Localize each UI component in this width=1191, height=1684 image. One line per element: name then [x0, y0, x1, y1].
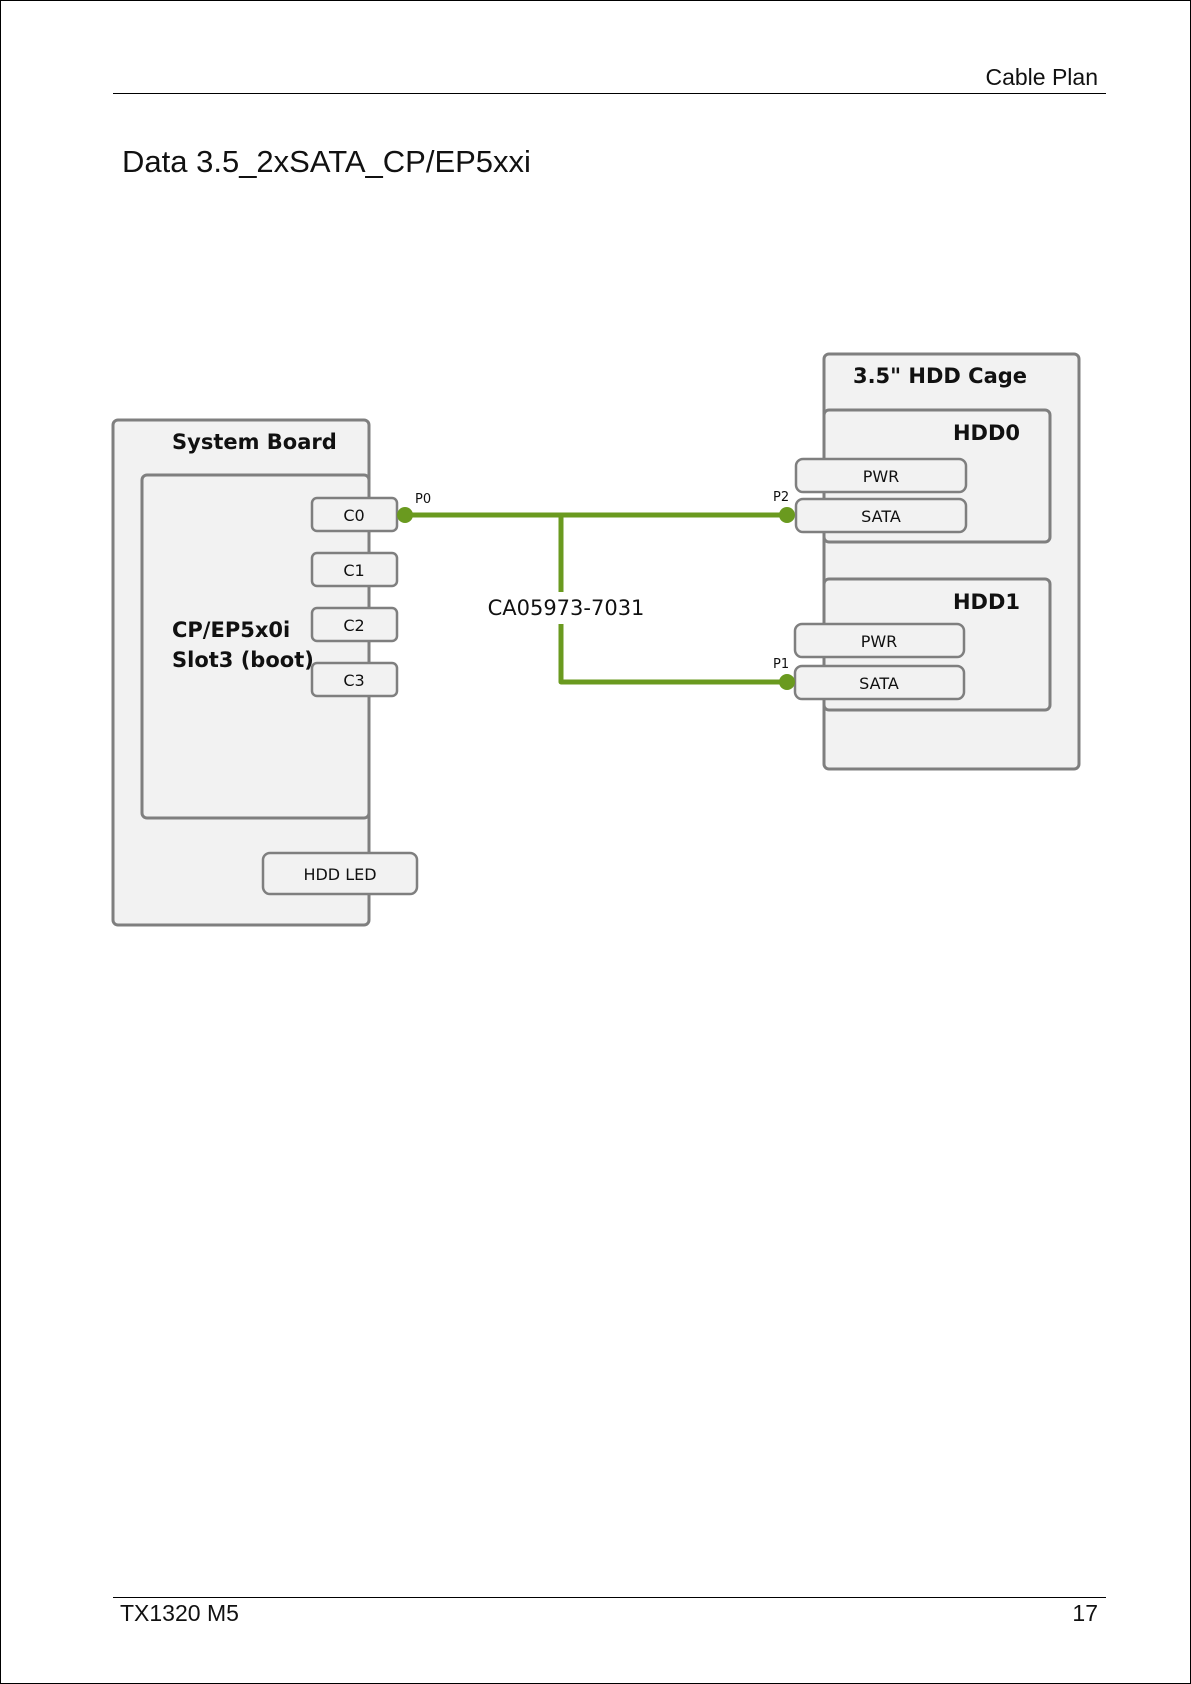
hdd1-pwr-connector[interactable]: PWR	[795, 624, 964, 657]
hdd1-sata-label: SATA	[859, 674, 899, 693]
cable: P0 P2 P1 CA05973-7031	[397, 490, 795, 690]
system-board-label: System Board	[172, 430, 337, 454]
cable-end-p2	[779, 507, 795, 523]
hdd0-sata-label: SATA	[861, 507, 901, 526]
hdd0-label: HDD0	[953, 421, 1020, 445]
port-p0-label: P0	[415, 492, 431, 507]
connector-c3-label: C3	[343, 671, 364, 690]
connector-c1-label: C1	[343, 561, 364, 580]
cable-part-number: CA05973-7031	[488, 596, 645, 620]
hdd-led-label: HDD LED	[303, 865, 376, 884]
footer-rule	[113, 1597, 1106, 1598]
footer-model: TX1320 M5	[120, 1600, 239, 1627]
hdd1-sata-connector[interactable]: SATA	[795, 666, 964, 699]
controller-label-line2: Slot3 (boot)	[172, 648, 314, 672]
hdd0-sata-connector[interactable]: SATA	[796, 499, 966, 532]
hdd0-pwr-label: PWR	[863, 467, 900, 486]
connector-c0[interactable]: C0	[312, 498, 397, 531]
connector-c1[interactable]: C1	[312, 553, 397, 586]
hdd1-label: HDD1	[953, 590, 1020, 614]
controller-label-line1: CP/EP5x0i	[172, 618, 290, 642]
cable-end-p1	[779, 674, 795, 690]
hdd-cage-label: 3.5" HDD Cage	[853, 364, 1027, 388]
port-p2-label: P2	[773, 490, 789, 505]
cable-end-p0	[397, 507, 413, 523]
connector-c2[interactable]: C2	[312, 608, 397, 641]
hdd0-pwr-connector[interactable]: PWR	[796, 459, 966, 492]
footer-page-number: 17	[1072, 1600, 1098, 1627]
port-p1-label: P1	[773, 657, 789, 672]
connector-c2-label: C2	[343, 616, 364, 635]
hdd-led-connector[interactable]: HDD LED	[263, 853, 417, 894]
hdd1-pwr-label: PWR	[861, 632, 898, 651]
connector-c3[interactable]: C3	[312, 663, 397, 696]
connector-c0-label: C0	[343, 506, 364, 525]
